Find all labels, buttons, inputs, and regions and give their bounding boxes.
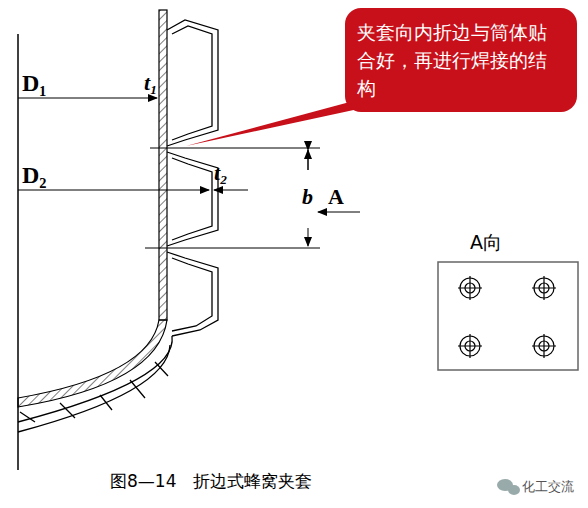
callout-box: 夹套向内折边与筒体贴合好，再进行焊接的结构 <box>345 8 577 112</box>
dim-label: b <box>300 184 315 210</box>
view-arrow-label: A <box>328 184 344 210</box>
dim-label: D₁ <box>22 70 47 97</box>
callout-text: 夹套向内折边与筒体贴合好，再进行焊接的结构 <box>357 18 565 102</box>
thickness-label: t₂ <box>214 160 228 186</box>
thickness-label: t₁ <box>144 70 158 96</box>
view-heading: A向 <box>470 230 502 256</box>
dim-label: D₂ <box>22 162 47 189</box>
view-panel: A向 <box>438 230 578 370</box>
figure-caption: 图8—14 折边式蜂窝夹套 <box>110 470 312 493</box>
watermark: 化工交流 <box>522 478 574 496</box>
